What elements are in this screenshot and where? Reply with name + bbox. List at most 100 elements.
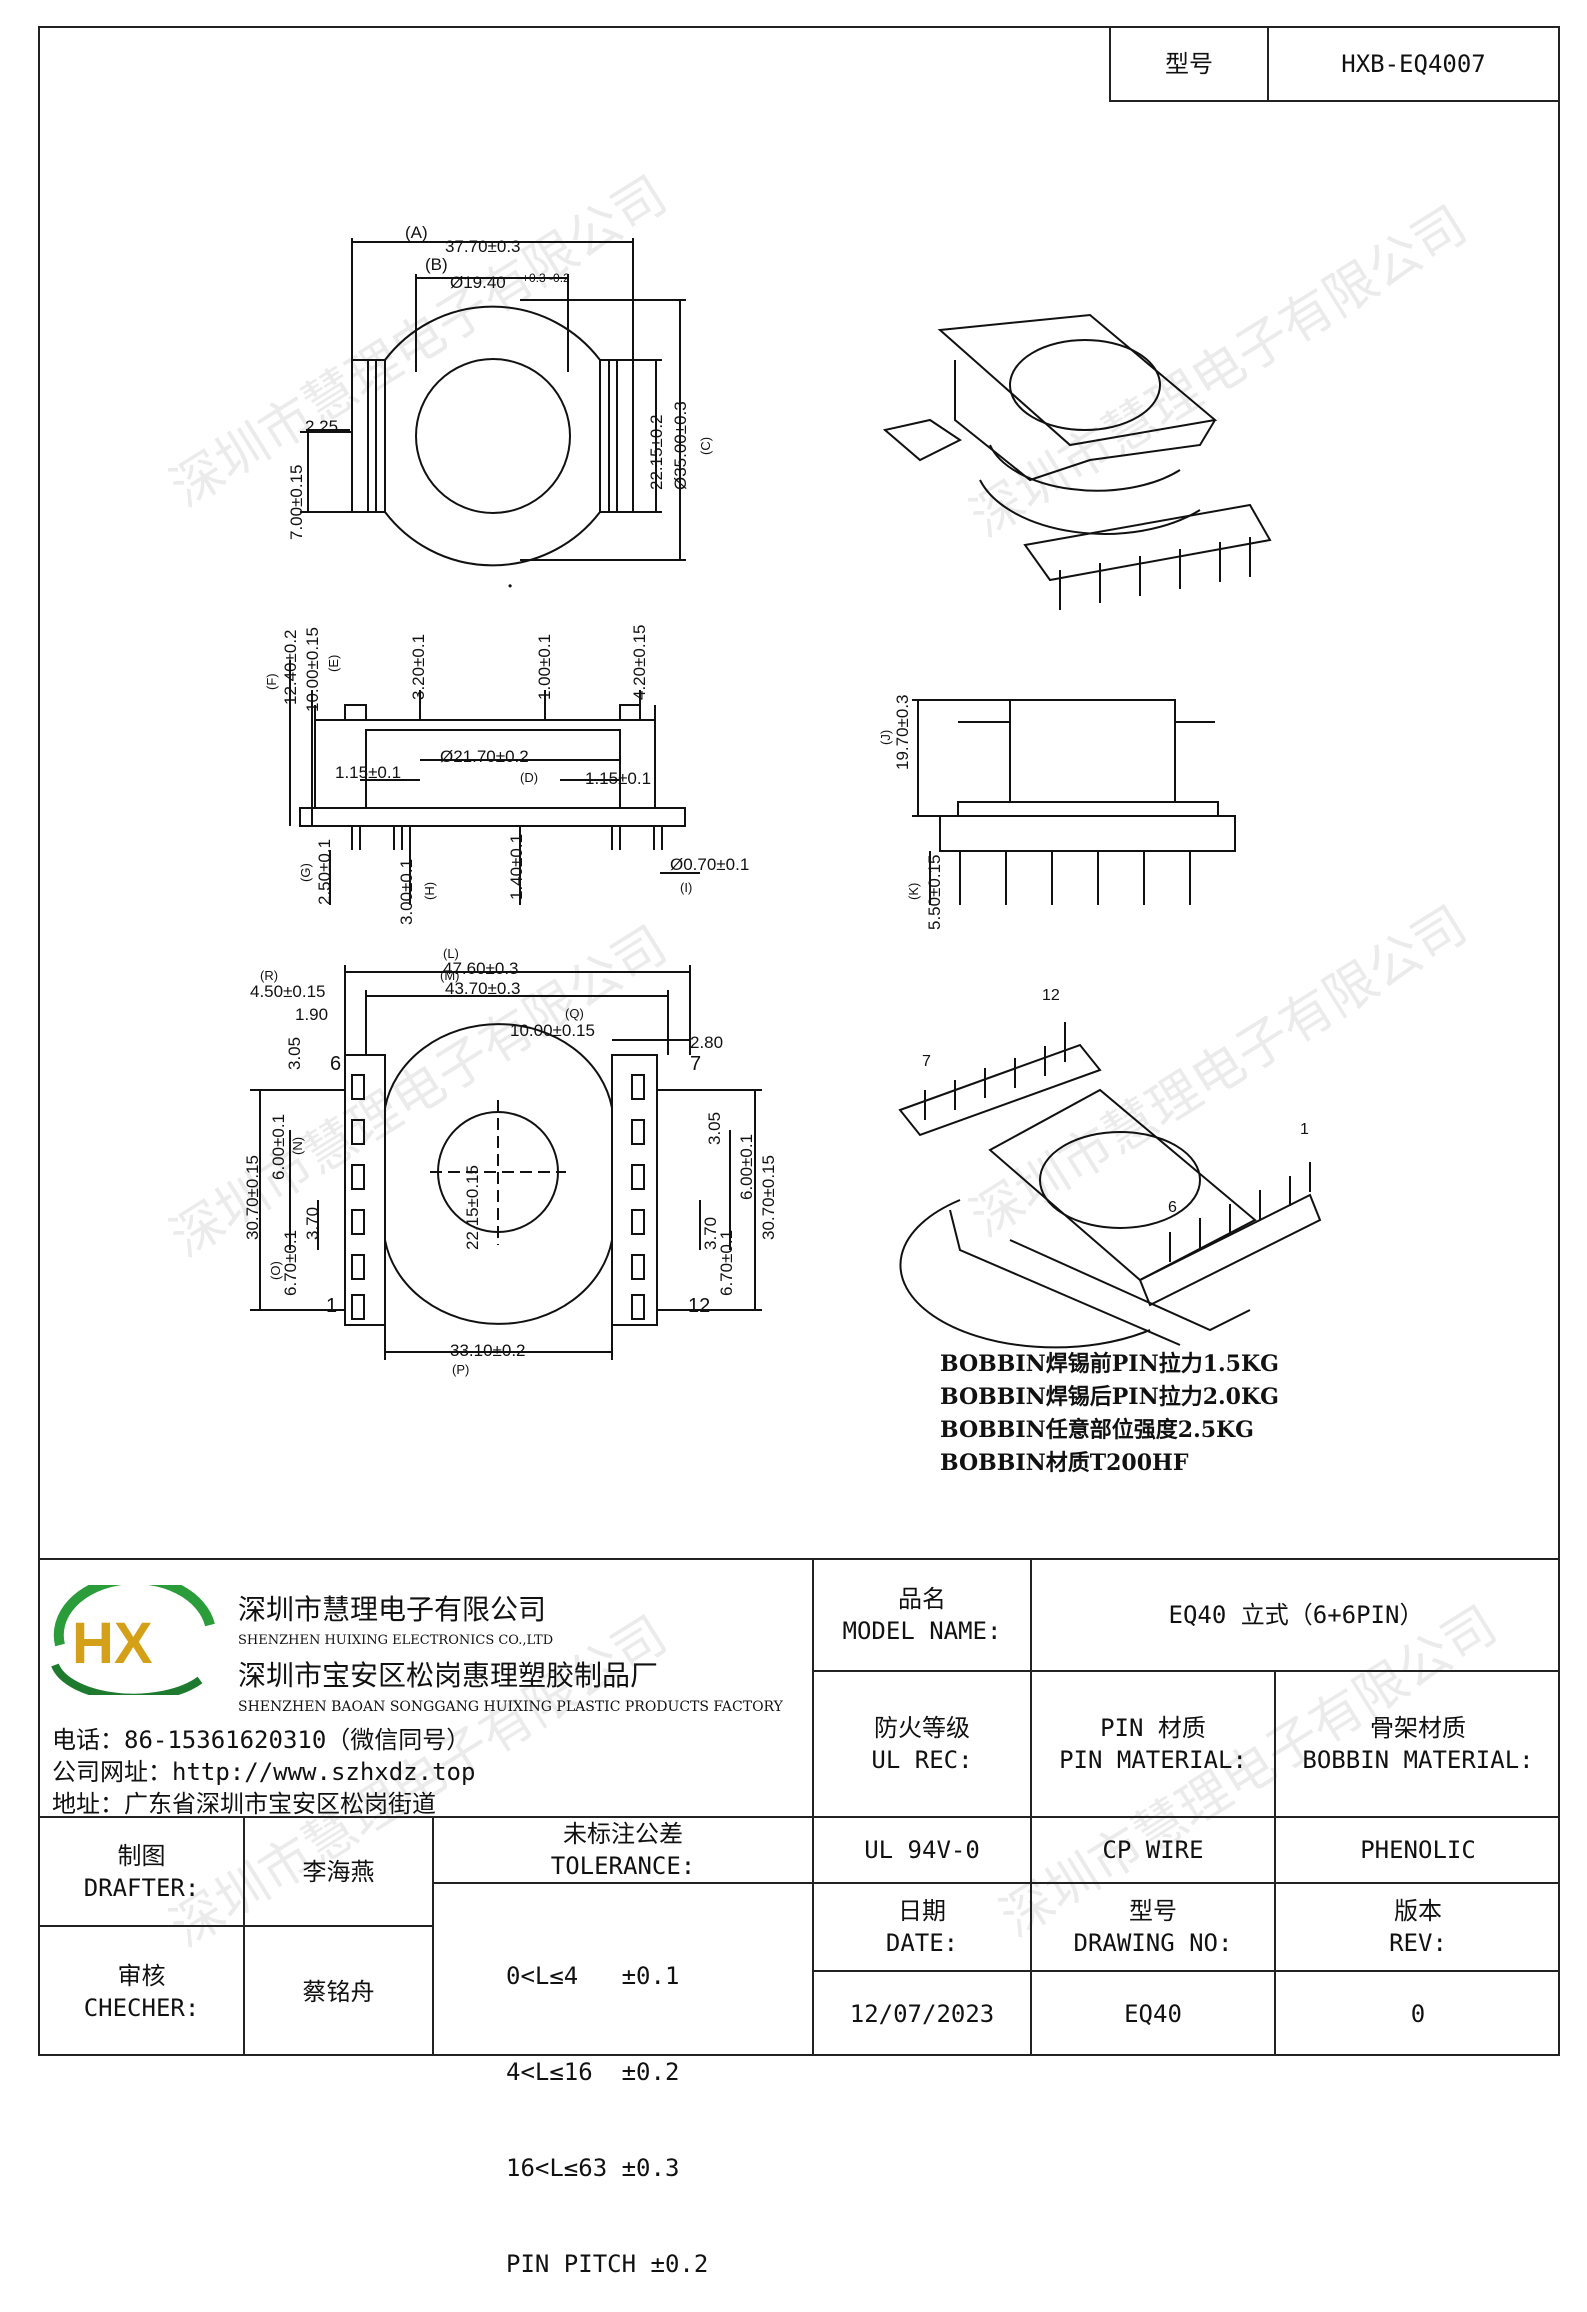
dim-I-tag: (I) bbox=[680, 880, 692, 895]
dim-base: 1.40±0.1 bbox=[507, 834, 526, 900]
divider bbox=[812, 1558, 814, 2056]
dim-C-tag: (C) bbox=[698, 437, 713, 455]
rev-cn: 版本 bbox=[1394, 1897, 1442, 1925]
model-name-cn: 品名 bbox=[898, 1585, 946, 1613]
dim-D-tag: (D) bbox=[520, 770, 538, 785]
note-line: BOBBIN任意部位强度2.5KG bbox=[940, 1417, 1254, 1443]
dim-L: 47.60±0.3 bbox=[443, 959, 519, 978]
checker-en: CHECHER: bbox=[83, 1993, 200, 2022]
technical-drawing: (A) 37.70±0.3 (B) Ø19.40 +0.3 -0.2 2.25 … bbox=[243, 223, 1322, 1377]
tolerance-line: 16<L≤63 ±0.3 bbox=[506, 2154, 680, 2182]
dim-B-tag: (B) bbox=[425, 255, 448, 274]
logo-text: HX bbox=[72, 1611, 153, 1676]
dim-L-tag: (L) bbox=[443, 946, 459, 961]
bobbin-value: PHENOLIC bbox=[1360, 1836, 1476, 1864]
factory-name-en: SHENZHEN BAOAN SONGGANG HUIXING PLASTIC … bbox=[238, 1699, 783, 1715]
dim-280: 2.80 bbox=[690, 1033, 723, 1052]
rev-header: 版本 REV: bbox=[1276, 1884, 1560, 1970]
dim-B: Ø19.40 bbox=[450, 273, 506, 292]
dim-right: 4.20±0.15 bbox=[630, 624, 649, 700]
divider bbox=[432, 1816, 434, 2056]
pin-material-header: PIN 材质 PIN MATERIAL: bbox=[1032, 1672, 1274, 1816]
iso-view-bottom bbox=[898, 1022, 1322, 1349]
dim-E: 10.00±0.15 bbox=[303, 627, 322, 712]
dim-H: 3.00±0.1 bbox=[397, 859, 416, 925]
tolerance-table: 0<L≤4 ±0.1 4<L≤16 ±0.2 16<L≤63 ±0.3 PIN … bbox=[506, 1896, 708, 2312]
date-cn: 日期 bbox=[898, 1897, 946, 1925]
pin-label-6: 6 bbox=[330, 1053, 341, 1075]
ul-header: 防火等级 UL REC: bbox=[814, 1672, 1030, 1816]
dim-305b: 3.05 bbox=[705, 1112, 724, 1145]
note-line: BOBBIN焊锡后PIN拉力2.0KG bbox=[940, 1384, 1279, 1410]
drafter-en: DRAFTER: bbox=[83, 1873, 200, 1902]
dim-R: 4.50±0.15 bbox=[250, 982, 326, 1001]
dim-total-r: 30.70±0.15 bbox=[759, 1155, 778, 1240]
iso-view-top bbox=[882, 313, 1272, 610]
pin-en: PIN MATERIAL: bbox=[1059, 1746, 1247, 1774]
dim-E-tag: (E) bbox=[326, 655, 341, 672]
dim-N-tag: (N) bbox=[290, 1137, 305, 1155]
company-logo: HX bbox=[51, 1585, 215, 1695]
dim-305a: 3.05 bbox=[285, 1037, 304, 1070]
date-value: 12/07/2023 bbox=[849, 2000, 995, 2028]
company-address: 地址：广东省深圳市宝安区松岗街道 bbox=[52, 1790, 436, 1818]
iso-pin-6: 6 bbox=[1168, 1199, 1177, 1216]
drafter-cn: 制图 bbox=[117, 1841, 166, 1870]
divider bbox=[1274, 1670, 1276, 2056]
ul-value: UL 94V-0 bbox=[864, 1836, 980, 1864]
drawing-no-value: EQ40 bbox=[1124, 2000, 1182, 2028]
model-name-value: EQ40 立式（6+6PIN） bbox=[1168, 1601, 1424, 1629]
ul-cn: 防火等级 bbox=[874, 1714, 970, 1742]
divider bbox=[38, 1558, 1560, 1560]
side-view bbox=[289, 660, 700, 905]
dim-F-tag: (F) bbox=[264, 673, 279, 690]
model-value: HXB-EQ4007 bbox=[1267, 26, 1560, 102]
svg-text:•: • bbox=[508, 579, 512, 593]
pin-label-7: 7 bbox=[690, 1053, 701, 1075]
dim-J-tag: (J) bbox=[878, 730, 893, 745]
bobbin-material-header: 骨架材质 BOBBIN MATERIAL: bbox=[1276, 1672, 1560, 1816]
tolerance-cn: 未标注公差 bbox=[563, 1820, 683, 1848]
rev-value: 0 bbox=[1410, 2000, 1426, 2028]
dim-pin: Ø0.70±0.1 bbox=[670, 855, 749, 874]
bobbin-cn: 骨架材质 bbox=[1370, 1714, 1466, 1742]
bobbin-notes: BOBBIN焊锡前PIN拉力1.5KG BOBBIN焊锡后PIN拉力2.0KG … bbox=[940, 1348, 1279, 1480]
checker-header: 审核 CHECHER: bbox=[40, 1927, 243, 2056]
dim-P: 33.10±0.2 bbox=[450, 1341, 526, 1360]
rev-en: REV: bbox=[1389, 1929, 1447, 1957]
divider bbox=[432, 1882, 1560, 1884]
date-en: DATE: bbox=[885, 1929, 959, 1957]
dim-total-l: 30.70±0.15 bbox=[243, 1155, 262, 1240]
date-header: 日期 DATE: bbox=[814, 1884, 1030, 1970]
dim-wall-l: 1.15±0.1 bbox=[335, 763, 401, 782]
divider bbox=[812, 1970, 1560, 1972]
dim-670r: 6.70±0.1 bbox=[717, 1230, 736, 1296]
dim-Q-tag: (Q) bbox=[565, 1006, 584, 1021]
drawing-no-header: 型号 DRAWING NO: bbox=[1032, 1884, 1274, 1970]
dim-B-tol: +0.3 -0.2 bbox=[522, 271, 570, 285]
tolerance-line: 4<L≤16 ±0.2 bbox=[506, 2058, 680, 2086]
divider bbox=[38, 1816, 1560, 1818]
dim-A: 37.70±0.3 bbox=[445, 237, 521, 256]
top-view bbox=[300, 238, 686, 567]
dim-K-tag: (K) bbox=[906, 883, 921, 900]
tolerance-line: PIN PITCH ±0.2 bbox=[506, 2250, 709, 2278]
drafter-header: 制图 DRAFTER: bbox=[40, 1818, 243, 1925]
company-website[interactable]: 公司网址：http://www.szhxdz.top bbox=[52, 1758, 476, 1786]
divider bbox=[1030, 1558, 1032, 2056]
dim-O: 6.70±0.1 bbox=[281, 1230, 300, 1296]
iso-pin-7: 7 bbox=[922, 1053, 931, 1070]
divider bbox=[38, 1925, 432, 1927]
dim-H-tag: (H) bbox=[422, 882, 437, 900]
pin-cn: PIN 材质 bbox=[1100, 1714, 1206, 1742]
factory-name-cn: 深圳市宝安区松岗惠理塑胶制品厂 bbox=[238, 1659, 659, 1692]
divider bbox=[243, 1816, 245, 2056]
checker-cn: 审核 bbox=[117, 1961, 166, 1990]
company-name-en: SHENZHEN HUIXING ELECTRONICS CO.,LTD bbox=[238, 1633, 554, 1648]
pin-label-1: 1 bbox=[326, 1295, 337, 1317]
dim-P-tag: (P) bbox=[452, 1362, 469, 1377]
dim-600r: 6.00±0.1 bbox=[737, 1134, 756, 1200]
ul-en: UL REC: bbox=[871, 1746, 973, 1774]
dim-A-tag: (A) bbox=[405, 223, 428, 242]
model-name-header: 品名 MODEL NAME: bbox=[814, 1560, 1030, 1670]
